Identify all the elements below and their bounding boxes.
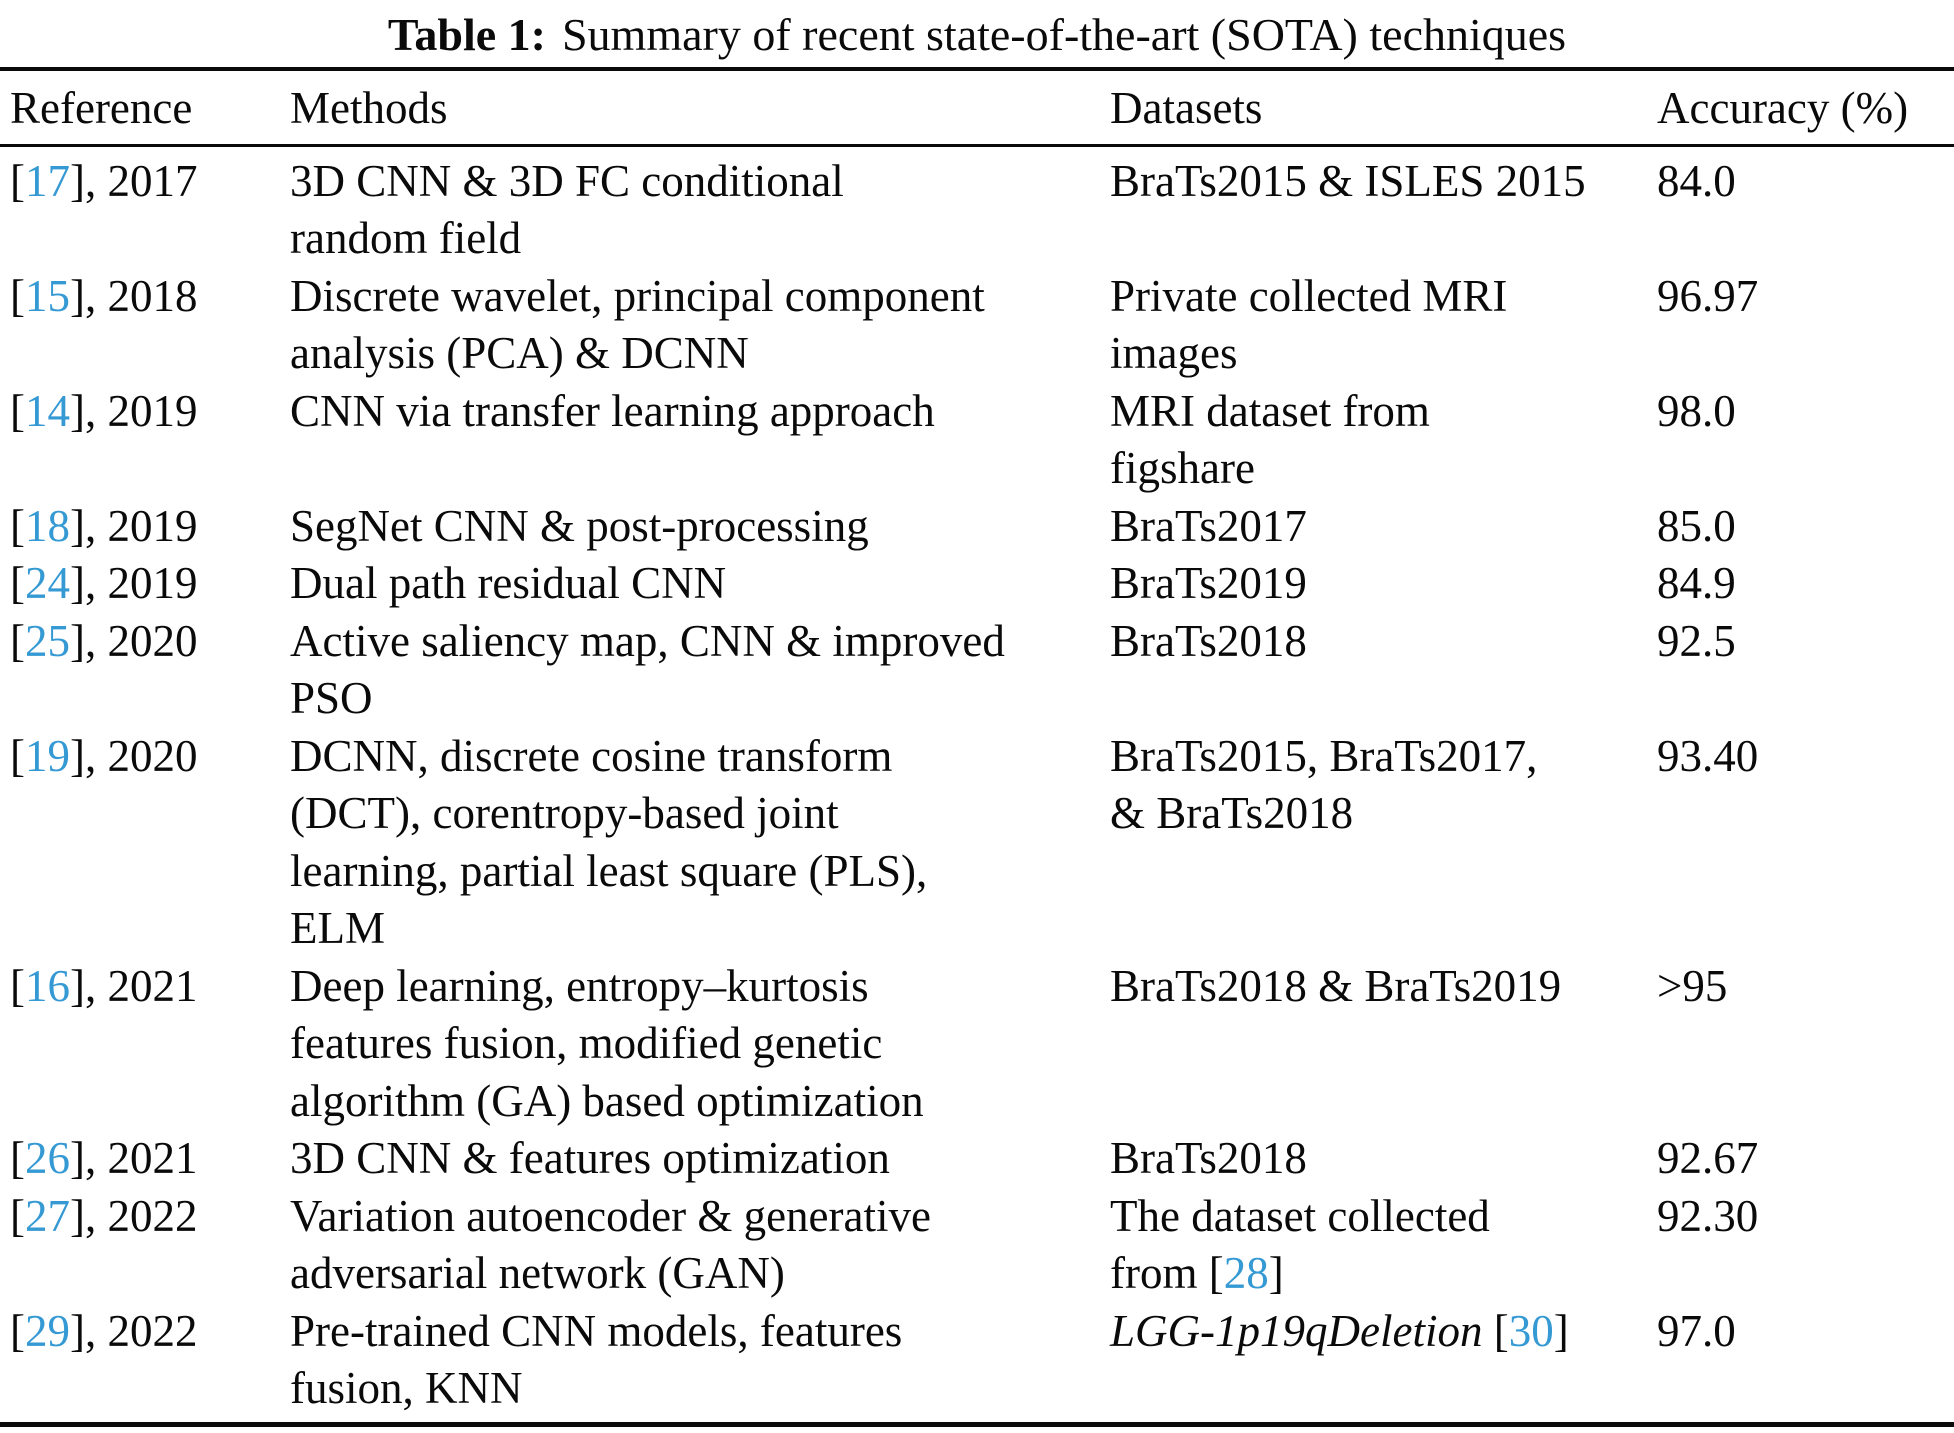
accuracy-cell: 97.0 [1657,1305,1736,1356]
reference-cell: [26], 2021 [10,1133,198,1183]
accuracy-cell: 84.0 [1657,155,1736,206]
citation-link[interactable]: 28 [1223,1248,1269,1298]
table-row: [15], 2018 Discrete wavelet, principal co… [0,268,1954,383]
accuracy-cell: 92.5 [1657,615,1736,666]
accuracy-cell: 93.40 [1657,730,1759,781]
citation-link[interactable]: 29 [25,1305,70,1356]
citation-link[interactable]: 27 [25,1190,70,1241]
column-header-datasets: Datasets [1100,69,1647,147]
datasets-cell: LGG-1p19qDeletion [30] [1110,1305,1569,1356]
citation-link[interactable]: 17 [25,155,70,206]
table-header-row: Reference Methods Datasets Accuracy (%) [0,69,1954,147]
accuracy-cell: 96.97 [1657,270,1759,321]
citation-link[interactable]: 15 [25,270,70,321]
table-row: [29], 2022 Pre-trained CNN models, featur… [0,1303,1954,1425]
reference-cell: [25], 2020 [10,615,198,666]
accuracy-cell: 92.30 [1657,1190,1759,1241]
datasets-cell: BraTs2019 [1110,558,1307,608]
reference-cell: [19], 2020 [10,730,198,781]
methods-cell: Variation autoencoder & generative adver… [290,1190,931,1299]
accuracy-cell: 85.0 [1657,500,1736,551]
datasets-cell: MRI dataset from figshare [1110,385,1430,494]
reference-cell: [18], 2019 [10,500,198,551]
methods-cell: CNN via transfer learning approach [290,385,935,436]
reference-cell: [16], 2021 [10,960,198,1011]
methods-cell: Discrete wavelet, principal component an… [290,270,985,379]
citation-link[interactable]: 18 [25,500,70,551]
reference-cell: [14], 2019 [10,385,198,436]
table-row: [27], 2022 Variation autoencoder & genera… [0,1188,1954,1303]
citation-link[interactable]: 30 [1508,1305,1554,1356]
citation-link[interactable]: 24 [25,558,70,608]
column-header-accuracy: Accuracy (%) [1647,69,1954,147]
citation-link[interactable]: 14 [25,385,70,436]
datasets-cell: BraTs2018 [1110,1133,1307,1183]
methods-cell: Active saliency map, CNN & improved PSO [290,615,1005,724]
reference-cell: [17], 2017 [10,155,198,206]
methods-cell: 3D CNN & 3D FC conditional random field [290,155,844,264]
datasets-cell: BraTs2017 [1110,500,1307,551]
column-header-methods: Methods [280,69,1100,147]
table-row: [24], 2019 Dual path residual CNN BraTs201… [0,555,1954,613]
datasets-cell: BraTs2018 & BraTs2019 [1110,960,1562,1011]
table-row: [26], 2021 3D CNN & features optimization… [0,1130,1954,1188]
reference-cell: [27], 2022 [10,1190,198,1241]
table-row: [17], 2017 3D CNN & 3D FC conditional ran… [0,145,1954,268]
column-header-reference: Reference [0,69,280,147]
methods-cell: Dual path residual CNN [290,558,727,608]
table-caption-label: Table 1: [387,9,546,60]
datasets-cell: BraTs2018 [1110,615,1307,666]
reference-cell: [29], 2022 [10,1305,198,1356]
table-row: [18], 2019 SegNet CNN & post-processing Br… [0,498,1954,556]
table-row: [19], 2020 DCNN, discrete cosine transfor… [0,728,1954,958]
reference-cell: [15], 2018 [10,270,198,321]
accuracy-cell: >95 [1657,960,1728,1011]
accuracy-cell: 84.9 [1657,558,1736,608]
sota-summary-table: Reference Methods Datasets Accuracy (%) … [0,67,1954,1427]
datasets-cell: The dataset collected from [28] [1110,1190,1490,1299]
accuracy-cell: 92.67 [1657,1133,1759,1183]
citation-link[interactable]: 19 [25,730,70,781]
table-row: [16], 2021 Deep learning, entropy–kurtosi… [0,958,1954,1131]
datasets-cell: Private collected MRI images [1110,270,1508,379]
methods-cell: DCNN, discrete cosine transform (DCT), c… [290,730,928,954]
table-body: [17], 2017 3D CNN & 3D FC conditional ran… [0,145,1954,1424]
accuracy-cell: 98.0 [1657,385,1736,436]
dataset-name-italic: LGG-1p19qDeletion [1110,1305,1483,1356]
methods-cell: SegNet CNN & post-processing [290,500,869,551]
citation-link[interactable]: 25 [25,615,70,666]
citation-link[interactable]: 26 [25,1133,70,1183]
methods-cell: Pre-trained CNN models, features fusion,… [290,1305,903,1414]
datasets-cell: BraTs2015, BraTs2017, & BraTs2018 [1110,730,1538,839]
reference-cell: [24], 2019 [10,558,198,608]
methods-cell: Deep learning, entropy–kurtosis features… [290,960,924,1126]
table-caption: Table 1: Summary of recent state-of-the-a… [0,0,1954,67]
table-row: [14], 2019 CNN via transfer learning appr… [0,383,1954,498]
methods-cell: 3D CNN & features optimization [290,1133,890,1183]
table-caption-text: Summary of recent state-of-the-art (SOTA… [561,9,1567,60]
citation-link[interactable]: 16 [25,960,70,1011]
datasets-cell: BraTs2015 & ISLES 2015 [1110,155,1586,206]
table-row: [25], 2020 Active saliency map, CNN & imp… [0,613,1954,728]
